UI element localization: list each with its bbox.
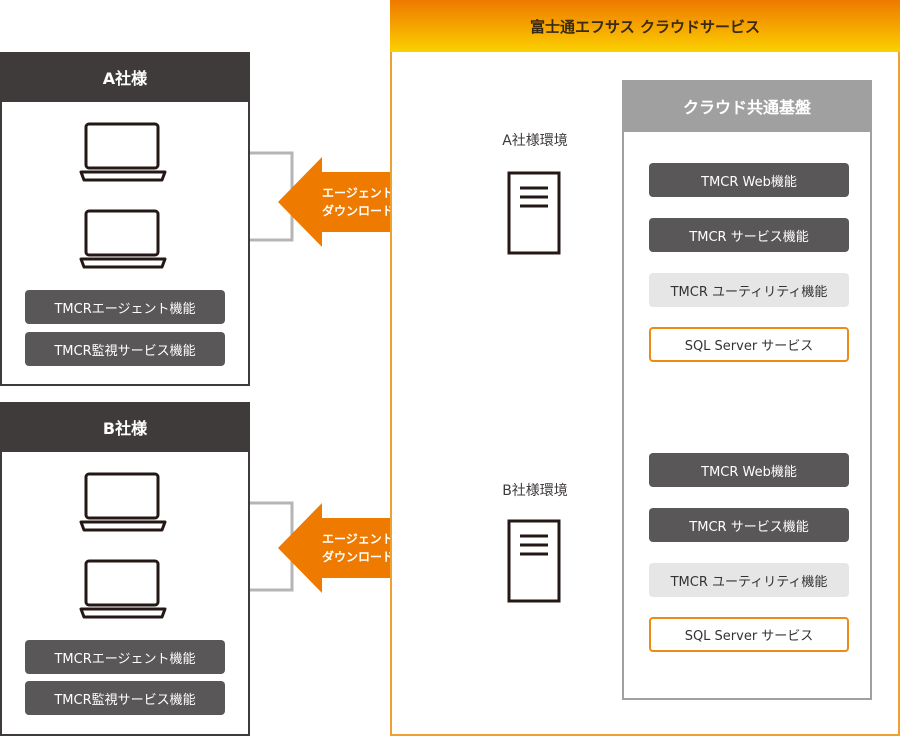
customer-a-monitoring-function: TMCR監視サービス機能 [25, 332, 225, 366]
env-a-sql-server-service: SQL Server サービス [649, 327, 849, 362]
customer-name-a: A社様 [102, 69, 148, 88]
env-b-service-function: TMCR サービス機能 [649, 508, 849, 542]
platform-title: クラウド共通基盤 [682, 98, 811, 117]
customer-b-monitoring-function: TMCR監視サービス機能 [25, 681, 225, 715]
download-arrow-a-line1: エージェント [322, 186, 394, 200]
laptop-icon [79, 559, 167, 619]
environment-label-b: B社様環境 [502, 483, 568, 499]
laptop-icon [79, 122, 167, 182]
customer-b-agent-function: TMCRエージェント機能 [25, 640, 225, 674]
download-arrow-a-line2: ダウンロード [322, 204, 395, 218]
cloud-service-title: 富士通エフサス クラウドサービス [530, 17, 760, 36]
cloud-service-header: 富士通エフサス クラウドサービス [390, 0, 900, 52]
customer-name-b: B社様 [102, 419, 148, 438]
customer-header-a: A社様 [0, 52, 250, 102]
platform-header: クラウド共通基盤 [622, 80, 872, 132]
env-a-web-function: TMCR Web機能 [649, 163, 849, 197]
download-arrow-a-label: エージェント ダウンロード [322, 184, 442, 220]
env-b-web-function: TMCR Web機能 [649, 453, 849, 487]
env-b-sql-server-service: SQL Server サービス [649, 617, 849, 652]
env-a-utility-function: TMCR ユーティリティ機能 [649, 273, 849, 307]
env-a-service-function: TMCR サービス機能 [649, 218, 849, 252]
environment-label-a: A社様環境 [502, 133, 568, 149]
laptop-icon [79, 209, 167, 269]
server-icon [507, 519, 561, 603]
customer-header-b: B社様 [0, 402, 250, 452]
download-arrow-b-label: エージェント ダウンロード [322, 530, 442, 566]
laptop-icon [79, 472, 167, 532]
env-b-utility-function: TMCR ユーティリティ機能 [649, 563, 849, 597]
download-arrow-b-line1: エージェント [322, 532, 394, 546]
download-arrow-b-line2: ダウンロード [322, 550, 395, 564]
server-icon [507, 171, 561, 255]
customer-a-agent-function: TMCRエージェント機能 [25, 290, 225, 324]
